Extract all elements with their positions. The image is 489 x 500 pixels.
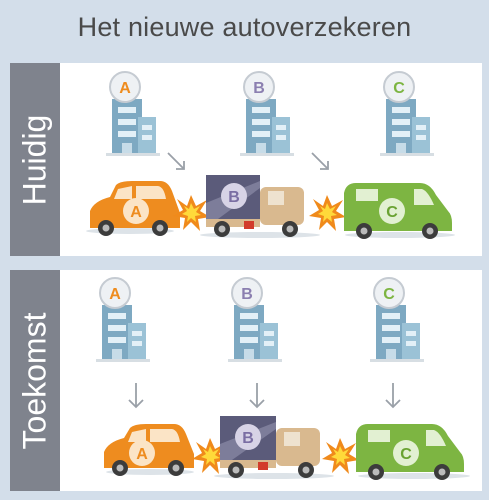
future-vehicle-a-car-icon: A xyxy=(104,424,194,476)
vehicle-b-letter: B xyxy=(228,189,240,206)
panel-current-illustration: A B C A xyxy=(86,71,455,239)
page-title: Het nieuwe autoverzekeren xyxy=(77,12,412,42)
arrow-a-down-icon xyxy=(128,382,144,408)
future-insurer-c-building-icon: C xyxy=(370,277,424,362)
future-insurer-b-building-icon: B xyxy=(228,277,282,362)
future-vehicle-c-van-icon: C xyxy=(356,424,470,480)
collision-b-c-icon xyxy=(309,195,346,231)
arrow-a-to-b-icon xyxy=(167,152,185,170)
arrow-c-down-icon xyxy=(385,382,401,408)
panel-future-illustration: A B C A xyxy=(96,277,470,480)
future-insurer-a-building-icon: A xyxy=(96,277,150,362)
panel-current-sidebar: Huidig xyxy=(10,63,60,256)
arrow-b-down-icon xyxy=(249,382,265,408)
future-vehicle-b-letter: B xyxy=(242,430,254,447)
vehicle-a-car-icon: A xyxy=(86,181,180,236)
panel-current: Huidig xyxy=(10,63,482,256)
insurer-a-building-icon: A xyxy=(106,71,160,156)
insurer-b-building-letter: B xyxy=(253,80,265,97)
panel-future: Toekomst xyxy=(10,270,482,491)
future-insurer-c-building-letter: C xyxy=(383,286,395,303)
insurer-c-building-letter: C xyxy=(393,80,405,97)
insurer-c-building-icon: C xyxy=(380,71,434,156)
future-collision-b-c-icon xyxy=(322,438,359,474)
future-vehicle-c-letter: C xyxy=(400,446,412,463)
future-vehicle-b-truck-icon: B xyxy=(214,416,334,479)
future-insurer-b-building-letter: B xyxy=(241,286,253,303)
panel-future-sidebar: Toekomst xyxy=(10,270,60,491)
future-vehicle-a-letter: A xyxy=(136,446,148,463)
vehicle-b-truck-icon: B xyxy=(200,175,320,238)
insurer-b-building-icon: B xyxy=(240,71,294,156)
future-insurer-a-building-letter: A xyxy=(109,286,121,303)
vehicle-c-letter: C xyxy=(386,204,398,221)
vehicle-a-letter: A xyxy=(130,204,142,221)
insurer-a-building-letter: A xyxy=(119,80,131,97)
vehicle-c-van-icon: C xyxy=(344,183,455,239)
arrow-b-to-c-icon xyxy=(311,152,329,170)
